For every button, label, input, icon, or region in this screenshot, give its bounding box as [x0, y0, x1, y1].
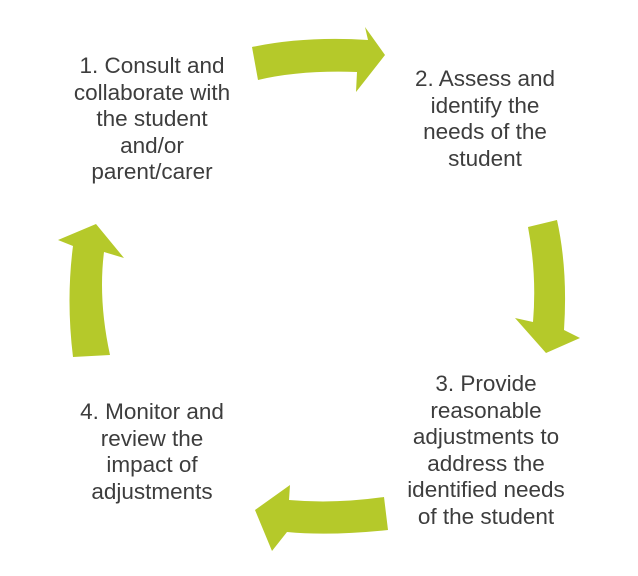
step-1-line: and/or [120, 132, 184, 158]
step-4-line: impact of [106, 452, 198, 477]
step-2-line: identify the [430, 92, 540, 118]
step-2-line: 2. Assess and [414, 66, 556, 91]
step-1-line: collaborate with [73, 79, 231, 105]
step-1-line: 1. Consult and [79, 53, 225, 78]
step-3-line: address the [427, 450, 545, 476]
step-1-line: the student [96, 106, 208, 131]
step-3-line: 3. Provide [435, 371, 537, 396]
arrow-left-icon [255, 485, 388, 551]
step-4-line: 4. Monitor and [80, 399, 224, 424]
step-4-line: review the [100, 425, 204, 451]
arrow-right-icon [252, 27, 385, 92]
step-3-line: adjustments to [412, 424, 560, 449]
step-2-line: needs of the [423, 119, 547, 144]
step-1-line: parent/carer [91, 159, 213, 184]
step-2-line: student [448, 145, 522, 171]
step-3-provide: 3. Provide reasonable adjustments to add… [386, 371, 586, 530]
step-1-consult: 1. Consult and collaborate with the stud… [52, 53, 252, 186]
step-4-line: adjustments [91, 478, 213, 504]
arrow-down-icon [515, 220, 580, 353]
step-3-line: identified needs [407, 477, 565, 502]
arrow-up-icon [58, 224, 124, 357]
step-2-assess: 2. Assess and identify the needs of the … [385, 66, 585, 172]
step-4-monitor: 4. Monitor and review the impact of adju… [52, 399, 252, 505]
step-3-line: reasonable [430, 397, 542, 423]
step-3-line: of the student [417, 503, 555, 529]
